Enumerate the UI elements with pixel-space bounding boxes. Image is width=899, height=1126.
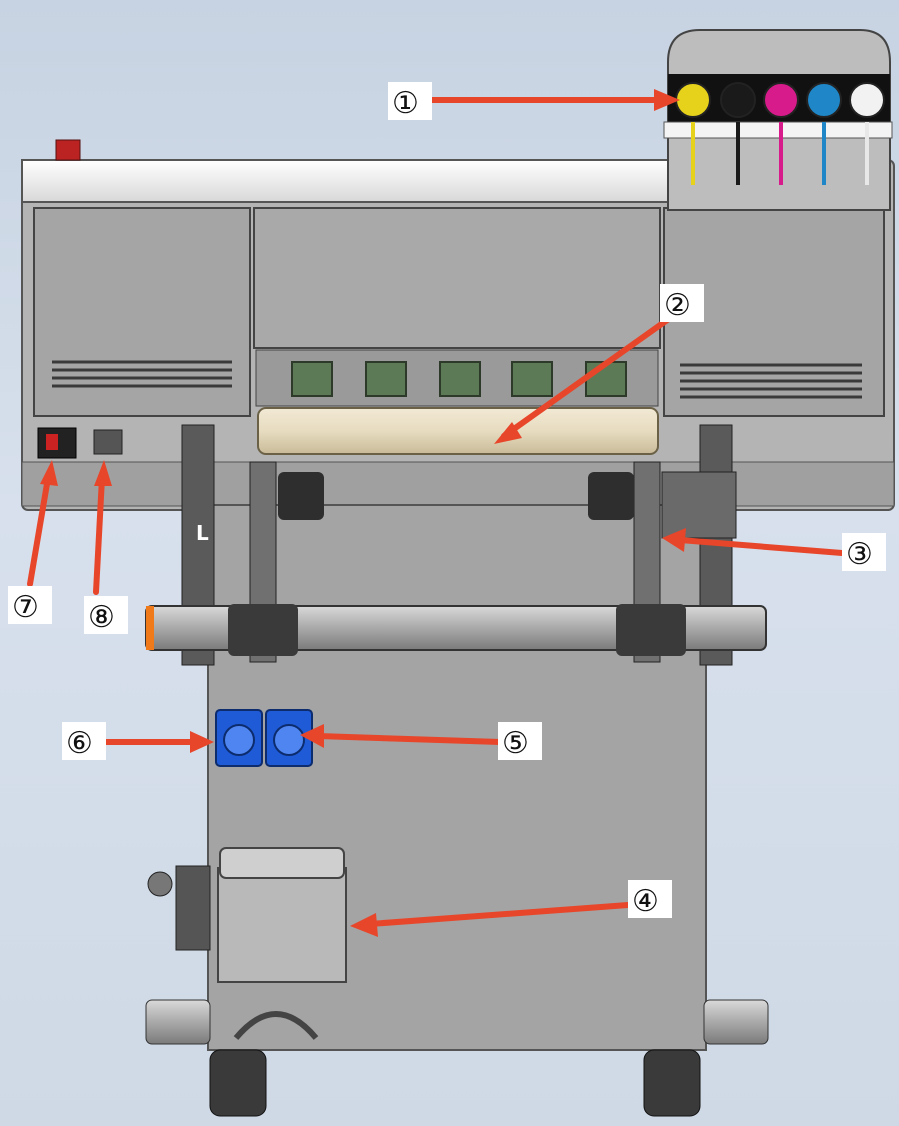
svg-text:⑥: ⑥ (66, 726, 93, 761)
svg-text:⑦: ⑦ (12, 590, 39, 625)
ink-bottle-yellow (675, 82, 711, 118)
svg-text:①: ① (392, 86, 419, 121)
callout-1: ① (388, 82, 432, 121)
callout-4: ④ (628, 880, 672, 919)
ink-bottle-cyan (806, 82, 842, 118)
svg-text:⑧: ⑧ (88, 600, 115, 635)
callout-6: ⑥ (62, 722, 106, 761)
panel-letter: L (196, 521, 209, 545)
callout-5: ⑤ (498, 722, 542, 761)
power-sockets (215, 709, 313, 767)
callout-3: ③ (842, 533, 886, 572)
ink-bottle-white (849, 82, 885, 118)
waste-ink-tank (217, 847, 347, 1040)
svg-text:④: ④ (632, 884, 659, 919)
callout-7: ⑦ (8, 586, 52, 625)
svg-text:②: ② (664, 288, 691, 323)
svg-text:③: ③ (846, 537, 873, 572)
stand-cabinet: L (145, 424, 769, 1117)
ink-bottle-magenta (763, 82, 799, 118)
callout-8: ⑧ (84, 596, 128, 635)
ink-bottle-black (720, 82, 756, 118)
callout-labels: ① ② ③ ④ ⑤ ⑥ ⑦ ⑧ (8, 82, 886, 919)
ink-tank-module (663, 29, 893, 211)
callout-arrows (27, 89, 845, 937)
svg-text:⑤: ⑤ (502, 726, 529, 761)
callout-2: ② (660, 284, 704, 323)
film-roll (257, 407, 659, 455)
printer-body (21, 139, 895, 511)
